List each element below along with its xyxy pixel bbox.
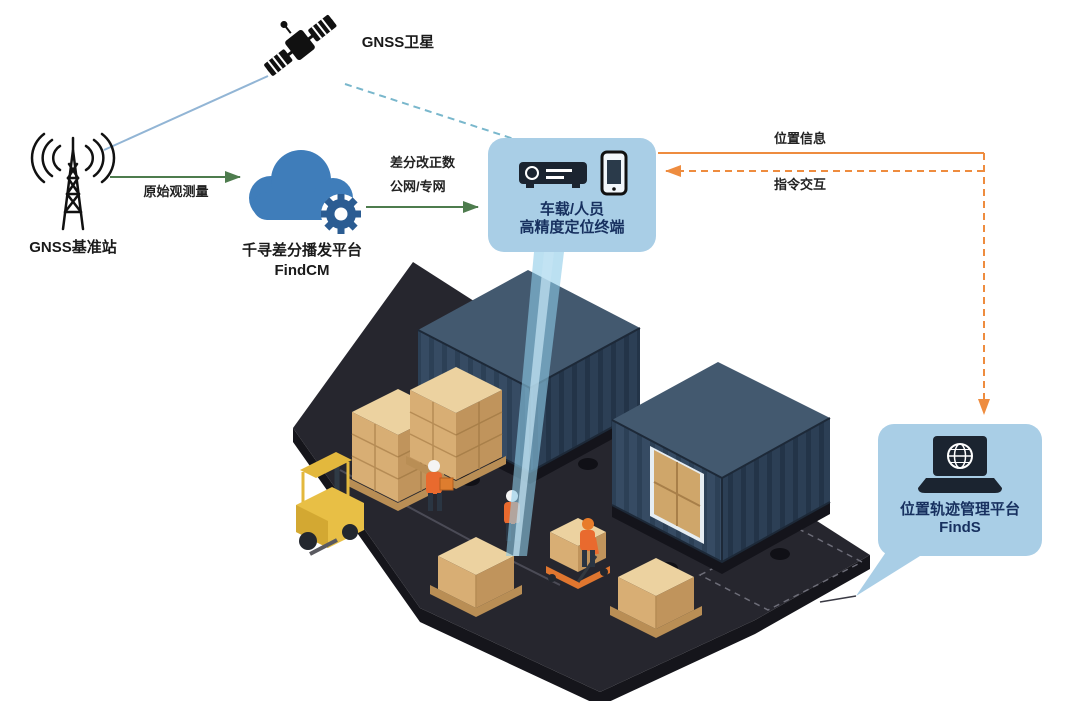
finds-label: 位置轨迹管理平台 [899, 501, 1020, 518]
terminal-label-line2: 高精度定位终端 [519, 219, 625, 236]
link-satellite-base [103, 75, 269, 151]
edge-label-command: 指令交互 [773, 177, 826, 192]
positioning-beam [506, 252, 564, 556]
edge-label-raw-observation: 原始观测量 [143, 184, 209, 199]
worker [426, 460, 454, 511]
terminal-panel: 车载/人员 高精度定位终端 [488, 138, 656, 252]
finds-callout-line [819, 595, 857, 603]
laptop-globe-icon [918, 436, 1002, 493]
edge-label-diff-correction: 差分改正数 [390, 155, 456, 170]
finds-sublabel: FindS [939, 519, 981, 536]
warehouse-illustration [293, 262, 870, 701]
container-2 [611, 362, 831, 574]
pallet-with-boxes [430, 537, 522, 617]
edge-label-network: 公网/专网 [390, 179, 446, 194]
terminal-label-line1: 车载/人员 [539, 201, 605, 218]
cloud-platform-sublabel: FindCM [274, 262, 330, 279]
edge-label-location-info: 位置信息 [773, 131, 826, 146]
forklift [296, 452, 364, 556]
base-station-label: GNSS基准站 [29, 239, 117, 256]
link-satellite-terminal [344, 83, 515, 140]
cloud-platform-icon [233, 140, 373, 240]
satellite-label: GNSS卫星 [361, 34, 435, 51]
gear-icon [321, 194, 361, 234]
globe-icon [947, 443, 973, 469]
satellite-icon [245, 0, 355, 95]
phone-icon [600, 150, 628, 196]
pallet-with-boxes [610, 558, 702, 638]
finds-panel: 位置轨迹管理平台 FindS [878, 424, 1042, 556]
worker [580, 518, 599, 567]
finds-callout-tail [856, 552, 920, 596]
pallet-stack [406, 367, 506, 489]
base-station-icon [8, 132, 138, 237]
receiver-icon [519, 162, 587, 188]
cloud-platform-label: 千寻差分播发平台 [241, 242, 362, 259]
